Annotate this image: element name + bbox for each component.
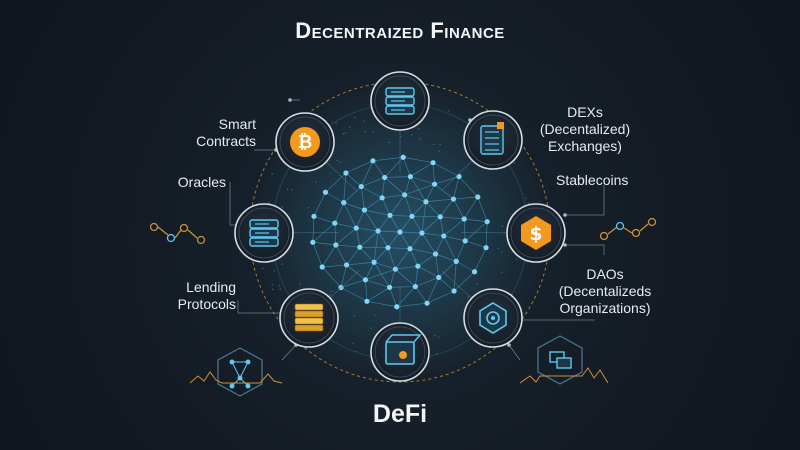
label-stablecoins: Stablecoins: [556, 172, 656, 189]
hexagon-network-icon-left: [190, 348, 282, 396]
label-smart-contracts: Smart Contracts: [168, 116, 256, 150]
defi-label: DeFi: [0, 400, 800, 429]
node-top: [371, 72, 429, 130]
svg-text:₿: ₿: [298, 132, 313, 153]
database-stack-icon: [250, 220, 278, 246]
server-stack-icon: [386, 88, 414, 114]
node-bottom: [371, 323, 429, 381]
node-oracles: [235, 204, 293, 262]
svg-text:$: $: [529, 223, 542, 245]
node-lending-protocols: [280, 289, 338, 347]
bitcoin-icon: ₿: [290, 127, 320, 157]
page-title: Decentraized Finance: [0, 18, 800, 44]
exchange-document-icon: [481, 122, 504, 154]
node-dexs: [464, 111, 522, 169]
hexagon-cube-icon-right: [520, 336, 608, 384]
label-lending-protocols: Lending Protocols: [150, 279, 236, 313]
node-smart-contracts: ₿: [276, 113, 334, 171]
network-motif-left: [151, 224, 205, 244]
label-oracles: Oracles: [150, 174, 226, 191]
network-motif-right: [601, 219, 656, 240]
label-daos: DAOs (Decentalizeds Organizations): [540, 266, 670, 317]
node-daos: [464, 289, 522, 347]
label-dexs: DEXs (Decentalized) Exchanges): [520, 104, 650, 155]
node-stablecoins: $: [507, 204, 565, 262]
